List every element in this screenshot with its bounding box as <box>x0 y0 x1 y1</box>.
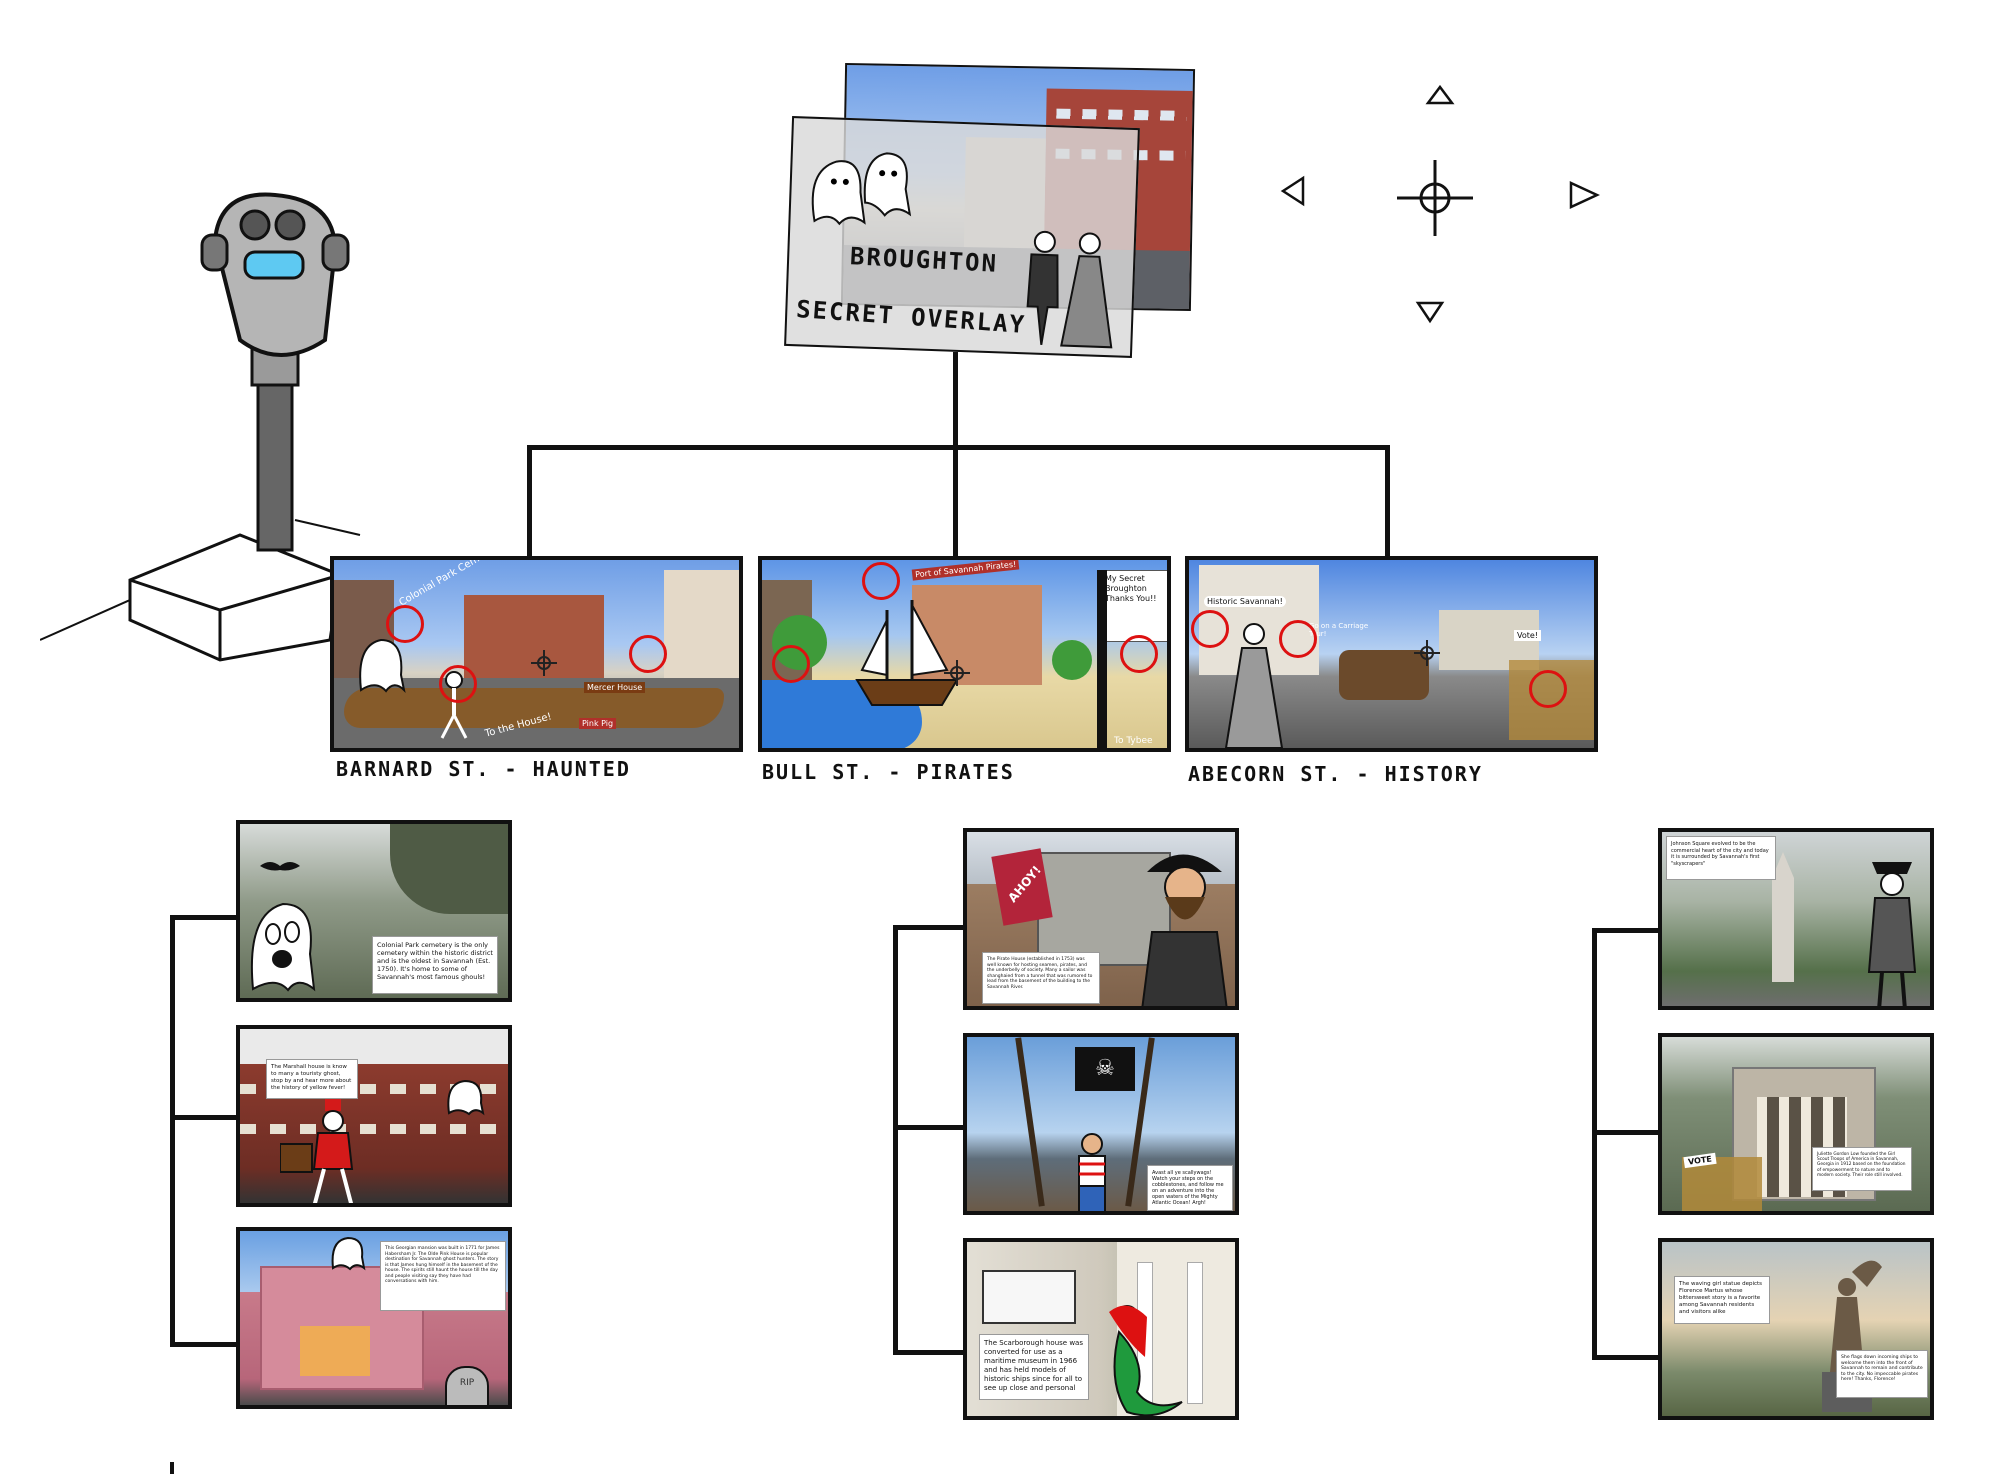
triangle-down-icon[interactable] <box>1415 300 1445 324</box>
tree-connector <box>170 1342 240 1347</box>
colonial-couple-illustration <box>1026 230 1113 349</box>
detail-caption: She flags down incoming ships to welcome… <box>1836 1350 1928 1398</box>
ghost-icon <box>359 638 406 694</box>
scene-text: Pink Pig <box>579 718 617 729</box>
pirate-kid-icon <box>1078 1133 1106 1211</box>
hotspot-marker[interactable] <box>629 635 667 673</box>
street-label-bull: BULL ST. - PIRATES <box>762 760 1015 784</box>
colonial-man-illustration <box>1867 862 1917 1006</box>
scene-text: My Secret Broughton Thanks You!! <box>1105 574 1157 603</box>
tree-connector <box>170 915 175 1347</box>
binocular-viewer-illustration <box>40 192 361 662</box>
detail-caption: The waving girl statue depicts Florence … <box>1674 1276 1770 1324</box>
tree-connector <box>1592 1130 1662 1135</box>
history-detail-waving-girl[interactable]: The waving girl statue depicts Florence … <box>1658 1238 1934 1420</box>
hotspot-marker[interactable] <box>1529 670 1567 708</box>
pirates-detail-ship[interactable]: ☠ Avast all ye scallywags! Watch your st… <box>963 1033 1239 1215</box>
crosshair-icon <box>944 660 970 686</box>
detail-caption: The Marshall house is know to many a tou… <box>266 1059 358 1099</box>
ghost-icon <box>250 902 316 992</box>
pirate-ship-icon <box>855 600 959 706</box>
tree-connector <box>893 1350 963 1355</box>
ghost-icon <box>331 1236 366 1271</box>
detail-caption: Colonial Park cemetery is the only cemet… <box>372 936 498 994</box>
triangle-right-icon[interactable] <box>1568 180 1600 210</box>
hotspot-marker[interactable] <box>1120 635 1158 673</box>
scene-text: Mercer House <box>584 682 646 693</box>
tree-connector <box>1385 445 1390 557</box>
skeleton-bellhop-icon <box>280 1099 354 1203</box>
tree-connector <box>1592 1355 1662 1360</box>
tree-connector <box>953 445 958 557</box>
pencil-mark <box>170 1462 174 1474</box>
haunted-detail-marshall-house[interactable]: The Marshall house is know to many a tou… <box>236 1025 512 1207</box>
haunted-detail-cemetery[interactable]: Colonial Park cemetery is the only cemet… <box>236 820 512 1002</box>
detail-caption: The Pirate House (established in 1753) w… <box>982 952 1100 1004</box>
detail-caption: Juliette Gordon Low founded the Girl Sco… <box>1812 1147 1912 1191</box>
street-label-abecorn: ABECORN ST. - HISTORY <box>1188 762 1483 786</box>
secret-overlay-sheet <box>784 115 1140 359</box>
crosshair-icon <box>531 650 557 676</box>
mermaid-icon <box>1109 1305 1183 1416</box>
history-detail-juliette-gordon-low[interactable]: VOTE Juliette Gordon Low founded the Gir… <box>1658 1033 1934 1215</box>
tree-connector <box>953 352 958 448</box>
tree-connector <box>170 915 240 920</box>
crosshair-icon[interactable] <box>1395 158 1475 238</box>
tree-connector <box>527 445 532 557</box>
hotspot-marker[interactable] <box>772 645 810 683</box>
tree-connector <box>1592 928 1597 1360</box>
bat-icon <box>260 862 300 871</box>
hotspot-marker[interactable] <box>386 605 424 643</box>
triangle-up-icon[interactable] <box>1425 84 1455 106</box>
hotspot-marker[interactable] <box>1191 610 1229 648</box>
tombstone-icon: RIP <box>445 1366 489 1405</box>
obelisk <box>1772 852 1794 982</box>
colonial-woman-illustration <box>1224 623 1284 748</box>
detail-caption: The Scarborough house was converted for … <box>979 1334 1089 1400</box>
street-label-barnard: BARNARD ST. - HAUNTED <box>336 757 631 781</box>
haunted-detail-olde-pink-house[interactable]: This Georgian mansion was built in 1771 … <box>236 1227 512 1409</box>
hotspot-marker[interactable] <box>1279 620 1317 658</box>
tree-connector <box>527 445 1390 450</box>
tree-connector <box>893 925 898 1355</box>
triangle-left-icon[interactable] <box>1280 175 1306 207</box>
jolly-roger-flag: ☠ <box>1075 1047 1135 1091</box>
tree-connector <box>893 1125 963 1130</box>
tree-connector <box>893 925 963 930</box>
scene-text: Go on a Carriage Tour! <box>1309 622 1369 638</box>
street-panel-bull[interactable]: My Secret Broughton Thanks You!! Port of… <box>758 556 1171 752</box>
scene-text: Historic Savannah! <box>1204 596 1286 607</box>
pirates-detail-scarborough-house[interactable]: The Scarborough house was converted for … <box>963 1238 1239 1420</box>
street-panel-abecorn[interactable]: Historic Savannah! Go on a Carriage Tour… <box>1185 556 1598 752</box>
street-panel-barnard[interactable]: Colonial Park Cemetery! To the House! Me… <box>330 556 743 752</box>
pirates-detail-pirate-house[interactable]: AHOY! The Pirate House (established in 1… <box>963 828 1239 1010</box>
scene-text: Port of Savannah Pirates! <box>911 560 1020 581</box>
tree-connector <box>1592 928 1662 933</box>
tree-connector <box>170 1115 240 1120</box>
detail-caption: This Georgian mansion was built in 1771 … <box>380 1241 506 1311</box>
ghost-icon <box>811 152 912 226</box>
history-detail-johnson-square[interactable]: Johnson Square evolved to be the commerc… <box>1658 828 1934 1010</box>
pirate-captain-icon <box>1141 854 1228 1006</box>
scene-text: Vote! <box>1514 630 1542 641</box>
crosshair-icon <box>1414 640 1440 666</box>
ghost-icon <box>447 1079 485 1116</box>
detail-caption: Johnson Square evolved to be the commerc… <box>1666 836 1776 880</box>
hotspot-marker[interactable] <box>439 665 477 703</box>
scene-text: To Tybee <box>1114 736 1153 746</box>
detail-caption: Avast all ye scallywags! Watch your step… <box>1147 1165 1233 1211</box>
hotspot-marker[interactable] <box>862 562 900 600</box>
